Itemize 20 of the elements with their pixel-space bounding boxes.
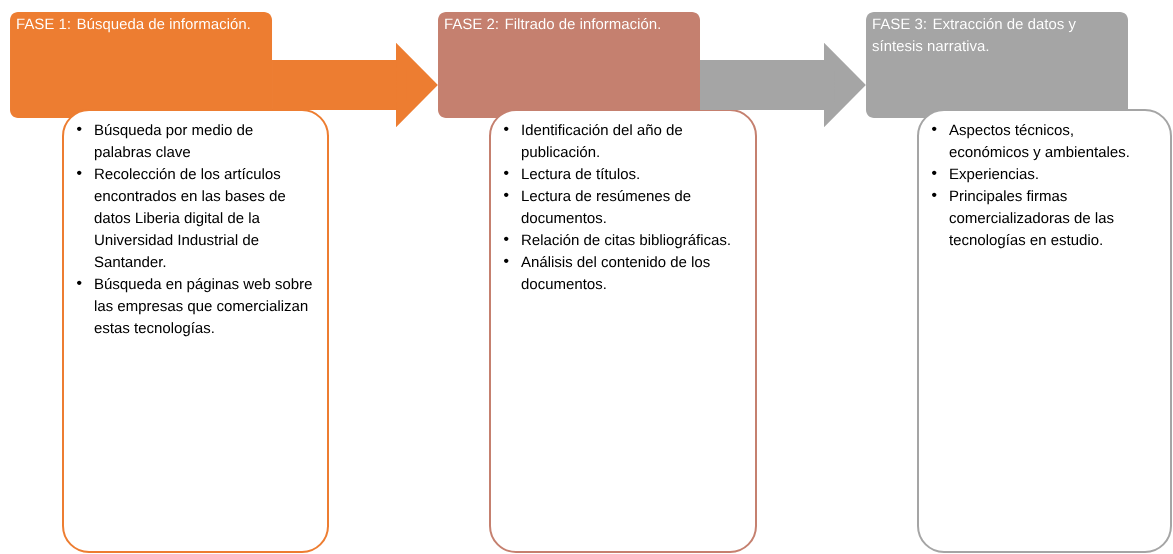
phase-header-box xyxy=(438,12,700,118)
bullet-item: Recolección de los artículos encontrados en las bases de datos Liberia digital de la Universidad Industrial de Santander. xyxy=(94,168,286,268)
phase-title: FASE 2: Filtrado de información. xyxy=(445,18,660,30)
bullet-item: Análisis del contenido de los documentos. xyxy=(521,256,710,290)
bullet-item: Identificación del año de publicación. xyxy=(522,124,683,161)
bullet-item: Búsqueda en páginas web sobre las empresas que comercializan estas tecnologías. xyxy=(94,278,312,337)
bullet-list-box xyxy=(62,109,329,553)
phase-title: FASE 1: Búsqueda de información. xyxy=(17,18,250,33)
bullet-item: Búsqueda por medio de palabras clave xyxy=(95,124,253,161)
bullet-list-box xyxy=(917,109,1172,553)
bullet-list-box xyxy=(489,109,757,553)
phase-header-box xyxy=(866,12,1128,118)
phase-title: FASE 3: Extracción de datos y síntesis narrativa. xyxy=(872,18,1076,52)
bullet-item: Experiencias. xyxy=(950,168,1038,183)
bullet-item: Lectura de resúmenes de documentos. xyxy=(521,190,691,224)
bullet-item: Principales firmas comercializadoras de las tecnologías en estudio. xyxy=(949,190,1114,249)
bullet-item: Lectura de títulos. xyxy=(522,168,639,180)
bullet-item: Relación de citas bibliográficas. xyxy=(522,234,730,249)
bullet-item: Aspectos técnicos, económicos y ambientales. xyxy=(949,124,1129,161)
phase-header-box xyxy=(10,12,272,118)
